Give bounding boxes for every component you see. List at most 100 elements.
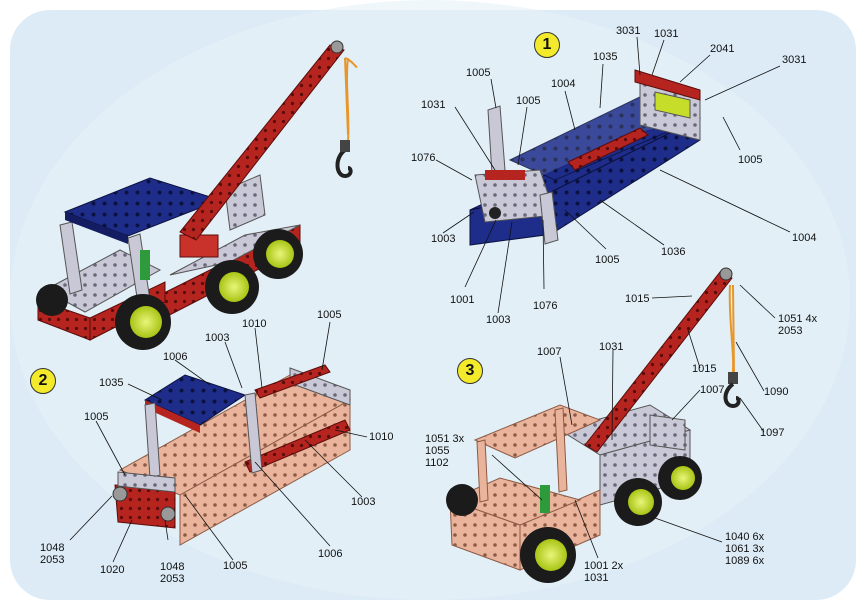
part-label-1031: 1031 xyxy=(654,28,679,40)
part-label-1005: 1005 xyxy=(317,309,342,321)
step-badge-1: 1 xyxy=(534,32,560,58)
step-badge-3: 3 xyxy=(457,358,483,384)
leader-line xyxy=(304,439,363,498)
leader-line xyxy=(651,39,665,76)
leader-line xyxy=(739,397,765,433)
front-wheel-left xyxy=(36,284,68,316)
leader-line xyxy=(491,454,543,501)
leader-line xyxy=(464,219,497,288)
red-roof-edge xyxy=(145,400,200,433)
leader-line xyxy=(611,349,614,441)
step1-illustration xyxy=(469,69,702,246)
leader-line xyxy=(321,321,331,371)
front-rim-big xyxy=(535,539,567,571)
part-label-1004: 1004 xyxy=(792,232,817,244)
hook-block xyxy=(340,140,350,152)
crane-hook xyxy=(335,148,353,179)
step3-pulley xyxy=(719,267,733,281)
leader-line xyxy=(542,219,545,290)
leader-line xyxy=(69,495,113,541)
boom-pulley xyxy=(330,40,344,54)
leader-line xyxy=(722,116,741,151)
part-label-1097: 1097 xyxy=(760,427,785,439)
part-label-1048-2053: 1048 2053 xyxy=(160,561,185,585)
leader-line xyxy=(671,389,701,421)
crane-end-plate xyxy=(649,414,686,451)
cab-roof-edge xyxy=(65,212,128,244)
leader-line xyxy=(651,295,693,299)
leader-line xyxy=(254,327,263,389)
step-badge-2: 2 xyxy=(30,368,56,394)
leader-line xyxy=(442,211,475,234)
step3-hook xyxy=(723,382,741,409)
leader-line xyxy=(559,356,573,426)
step3-illustration xyxy=(446,267,741,583)
copper-cab-roof xyxy=(473,404,602,459)
leader-line xyxy=(679,54,711,83)
part-label-1003: 1003 xyxy=(205,332,230,344)
part-label-1015: 1015 xyxy=(625,293,650,305)
part-label-1005: 1005 xyxy=(84,411,109,423)
part-label-1076: 1076 xyxy=(411,152,436,164)
red-strip xyxy=(567,127,649,171)
leader-line xyxy=(564,90,576,131)
leader-line xyxy=(735,341,765,392)
axle-hole xyxy=(489,207,501,219)
part-label-1003: 1003 xyxy=(431,233,456,245)
part-label-1035: 1035 xyxy=(593,51,618,63)
leader-line xyxy=(254,461,331,547)
part-label-1005: 1005 xyxy=(466,67,491,79)
part-label-1006: 1006 xyxy=(318,548,343,560)
part-label-1010: 1010 xyxy=(369,431,394,443)
leader-line xyxy=(224,341,243,389)
part-label-1001-1031: 1001 2x 1031 xyxy=(584,560,624,584)
part-label-1003: 1003 xyxy=(351,496,376,508)
part-label-1031: 1031 xyxy=(421,99,446,111)
cab-post-left xyxy=(476,439,489,503)
leader-line xyxy=(659,169,791,233)
part-label-3031: 3031 xyxy=(782,54,807,66)
leader-line xyxy=(599,63,604,109)
part-label-1015: 1015 xyxy=(692,363,717,375)
part-label-1051-1055-1102: 1051 3x 1055 1102 xyxy=(425,433,465,469)
part-label-1001: 1001 xyxy=(450,294,475,306)
leader-line xyxy=(687,329,701,369)
rear-rim-2 xyxy=(266,240,294,268)
red-rail-top xyxy=(254,364,331,399)
part-label-1090: 1090 xyxy=(764,386,789,398)
front-nut-right xyxy=(160,506,176,522)
cab-pillar-left xyxy=(59,221,83,295)
step3-rope xyxy=(728,284,735,379)
leader-lines xyxy=(69,36,791,563)
leader-line xyxy=(174,359,211,386)
part-label-1076: 1076 xyxy=(533,300,558,312)
leader-line xyxy=(127,383,163,401)
step2-illustration xyxy=(112,364,352,546)
leader-line xyxy=(704,65,781,101)
leader-line xyxy=(164,519,169,541)
leader-line xyxy=(574,499,599,559)
leader-line xyxy=(654,517,723,543)
part-label-1005: 1005 xyxy=(738,154,763,166)
leader-line xyxy=(490,78,497,109)
part-label-1007: 1007 xyxy=(537,346,562,358)
yellow-green-plate xyxy=(654,91,691,119)
part-label-1010: 1010 xyxy=(242,318,267,330)
crane-rope xyxy=(344,57,358,141)
step3-hook-block xyxy=(728,372,738,384)
leader-line xyxy=(517,106,528,166)
spring xyxy=(140,250,150,280)
rear-rim-a xyxy=(628,489,654,515)
red-bracket xyxy=(634,69,701,101)
leader-line xyxy=(95,420,126,476)
cab-upright-left xyxy=(144,402,161,479)
part-label-1006: 1006 xyxy=(163,351,188,363)
part-label-1040-1061-1089: 1040 6x 1061 3x 1089 6x xyxy=(725,531,765,567)
part-label-1007: 1007 xyxy=(700,384,725,396)
front-rim xyxy=(130,306,162,338)
part-label-1048-2053: 1048 2053 xyxy=(40,542,65,566)
part-label-1036: 1036 xyxy=(661,246,686,258)
step3-boom xyxy=(584,271,733,453)
front-silver-plate xyxy=(117,471,176,493)
